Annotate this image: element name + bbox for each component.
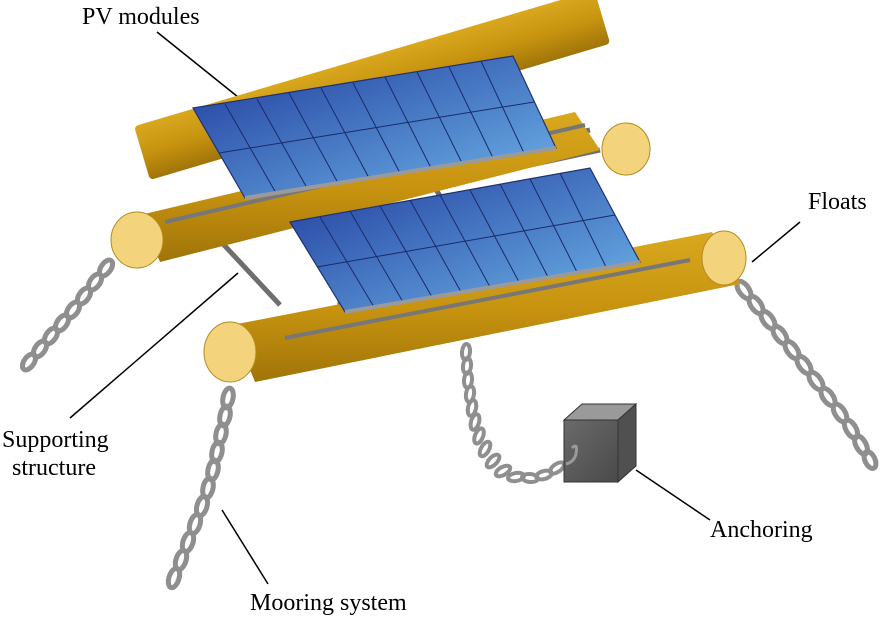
label-pv-modules: PV modules [82,4,200,30]
anchor-block [562,402,638,484]
leader-lines [69,31,801,585]
anchor-chain [459,342,566,485]
pv-array-back [192,55,557,200]
label-supporting-line1: Supporting [2,427,109,453]
mooring-chain-front [165,385,236,591]
leader-supporting-structure [69,272,239,419]
label-supporting-line2: structure [12,455,96,481]
float-cap-back-right [601,122,651,176]
mooring-chain-left [19,257,116,373]
label-supporting-structure: Supporting structure [2,426,109,482]
float-front [203,230,747,383]
label-mooring-system: Mooring system [250,590,407,616]
label-floats: Floats [808,189,867,215]
leader-mooring-system [221,509,269,585]
leader-anchoring [635,469,711,521]
float-cap-front-right [701,230,747,286]
pv-array-front [289,167,641,314]
leader-floats [751,221,801,263]
leader-pv-modules [156,31,239,98]
mooring-chain-right [734,278,879,471]
float-cap-front-left [203,321,257,383]
float-cap-back-left [110,211,164,269]
label-anchoring: Anchoring [710,517,813,543]
